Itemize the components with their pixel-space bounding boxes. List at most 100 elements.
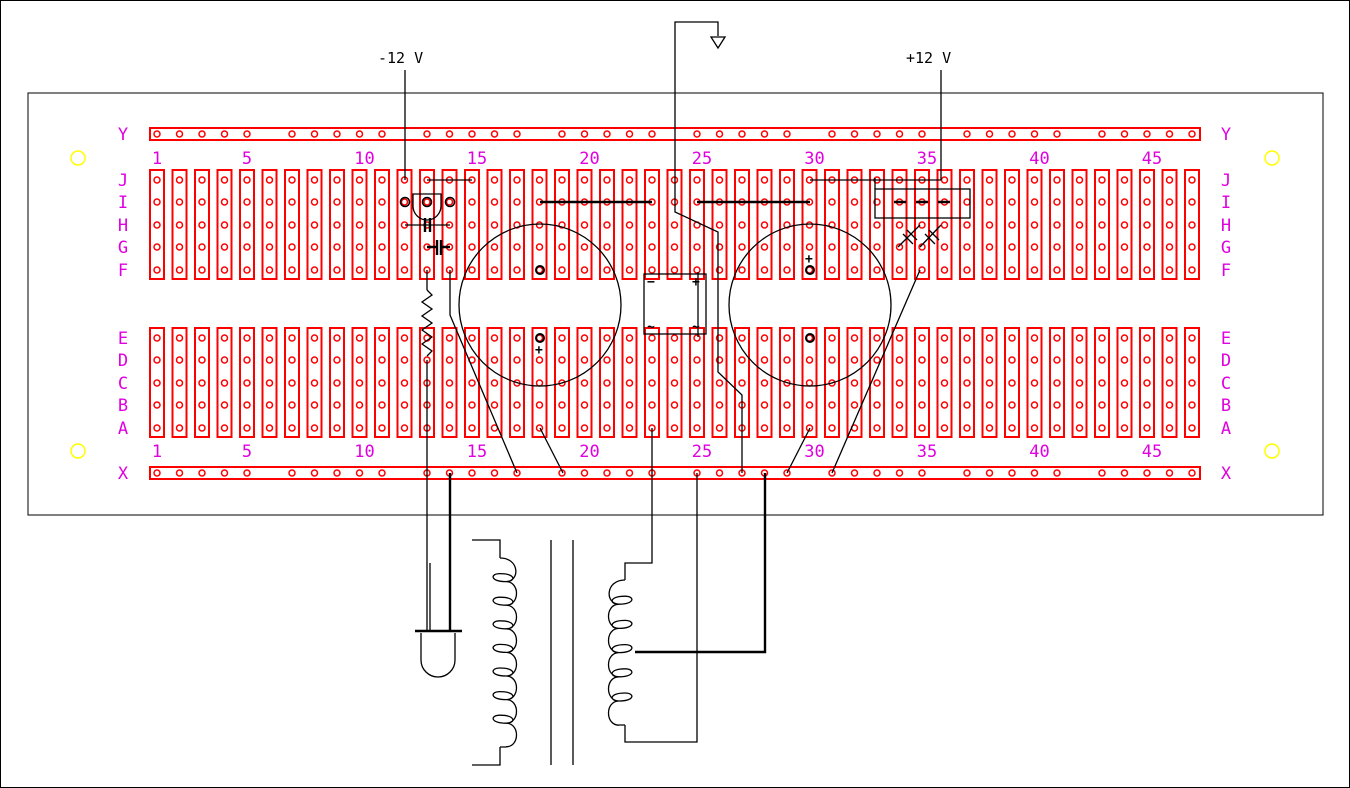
hole	[963, 221, 971, 229]
hole	[1143, 221, 1151, 229]
hole	[378, 221, 386, 229]
hole	[1120, 243, 1129, 251]
hole	[828, 379, 836, 387]
strip	[846, 169, 863, 280]
hole	[153, 198, 161, 206]
hole	[850, 379, 859, 387]
hole	[580, 130, 589, 138]
hole	[1008, 266, 1016, 274]
hole	[310, 130, 319, 138]
jumper-wire	[449, 270, 518, 474]
hole	[378, 379, 386, 387]
hole	[1098, 130, 1106, 138]
strip	[576, 169, 593, 280]
hole	[828, 424, 836, 432]
hole	[783, 130, 791, 138]
hole	[625, 130, 634, 138]
hole	[468, 221, 476, 229]
hole	[783, 243, 791, 251]
hole	[760, 334, 769, 342]
hole	[1098, 243, 1106, 251]
hole	[760, 221, 769, 229]
hole	[1120, 198, 1129, 206]
strip	[554, 169, 570, 280]
column-number: 15	[467, 149, 487, 169]
hole	[175, 424, 184, 432]
hole	[873, 266, 881, 274]
hole	[760, 356, 769, 364]
strip	[621, 169, 638, 280]
strip	[644, 327, 660, 438]
row-label: G	[118, 238, 128, 258]
hole	[355, 379, 364, 387]
hole	[940, 334, 949, 342]
hole	[265, 221, 274, 229]
hole	[648, 379, 656, 387]
hole	[603, 266, 611, 274]
strip	[1071, 169, 1088, 280]
hole	[648, 176, 656, 184]
hole	[513, 243, 521, 251]
hole	[985, 401, 994, 409]
hole	[738, 221, 746, 229]
strip	[464, 169, 480, 280]
hole	[850, 221, 859, 229]
strip	[1184, 169, 1200, 280]
hole	[1143, 379, 1151, 387]
strip	[284, 327, 300, 438]
hole	[265, 356, 274, 364]
hole	[153, 334, 161, 342]
hole	[850, 469, 859, 477]
hole	[963, 356, 971, 364]
hole	[985, 334, 994, 342]
hole	[805, 243, 814, 251]
strip	[171, 327, 188, 438]
hole	[490, 379, 499, 387]
strip	[509, 169, 525, 280]
hole	[445, 356, 454, 364]
hole	[513, 469, 521, 477]
hole	[378, 176, 386, 184]
hole	[603, 176, 611, 184]
strip	[599, 327, 615, 438]
hole	[1053, 198, 1061, 206]
hole	[513, 176, 521, 184]
hole	[738, 266, 746, 274]
strip	[171, 169, 188, 280]
strip	[149, 327, 165, 438]
hole	[715, 424, 724, 432]
hole	[558, 266, 566, 274]
hole	[603, 401, 611, 409]
strip	[261, 169, 278, 280]
hole	[1165, 469, 1174, 477]
hole	[625, 266, 634, 274]
hole	[1008, 356, 1016, 364]
strip	[509, 327, 525, 438]
strip	[239, 327, 255, 438]
hole	[805, 379, 814, 387]
strip	[644, 169, 660, 280]
hole	[1075, 379, 1084, 387]
primary-coil	[492, 557, 518, 748]
hole	[1030, 243, 1039, 251]
strip	[306, 327, 323, 438]
strip	[801, 327, 818, 438]
hole	[243, 130, 251, 138]
strip	[1161, 327, 1178, 438]
hole	[355, 424, 364, 432]
hole	[333, 424, 341, 432]
row-label: C	[118, 374, 128, 394]
hole	[265, 379, 274, 387]
hole	[220, 221, 229, 229]
hole	[738, 356, 746, 364]
voltage-regulator	[399, 193, 456, 232]
hole	[265, 424, 274, 432]
hole	[783, 401, 791, 409]
secondary-wire	[624, 428, 653, 580]
transformer-core	[550, 540, 574, 765]
bridge-plus-mark: +	[692, 275, 700, 290]
strip	[981, 169, 998, 280]
hole	[378, 401, 386, 409]
hole	[1188, 379, 1196, 387]
strip	[1094, 169, 1110, 280]
